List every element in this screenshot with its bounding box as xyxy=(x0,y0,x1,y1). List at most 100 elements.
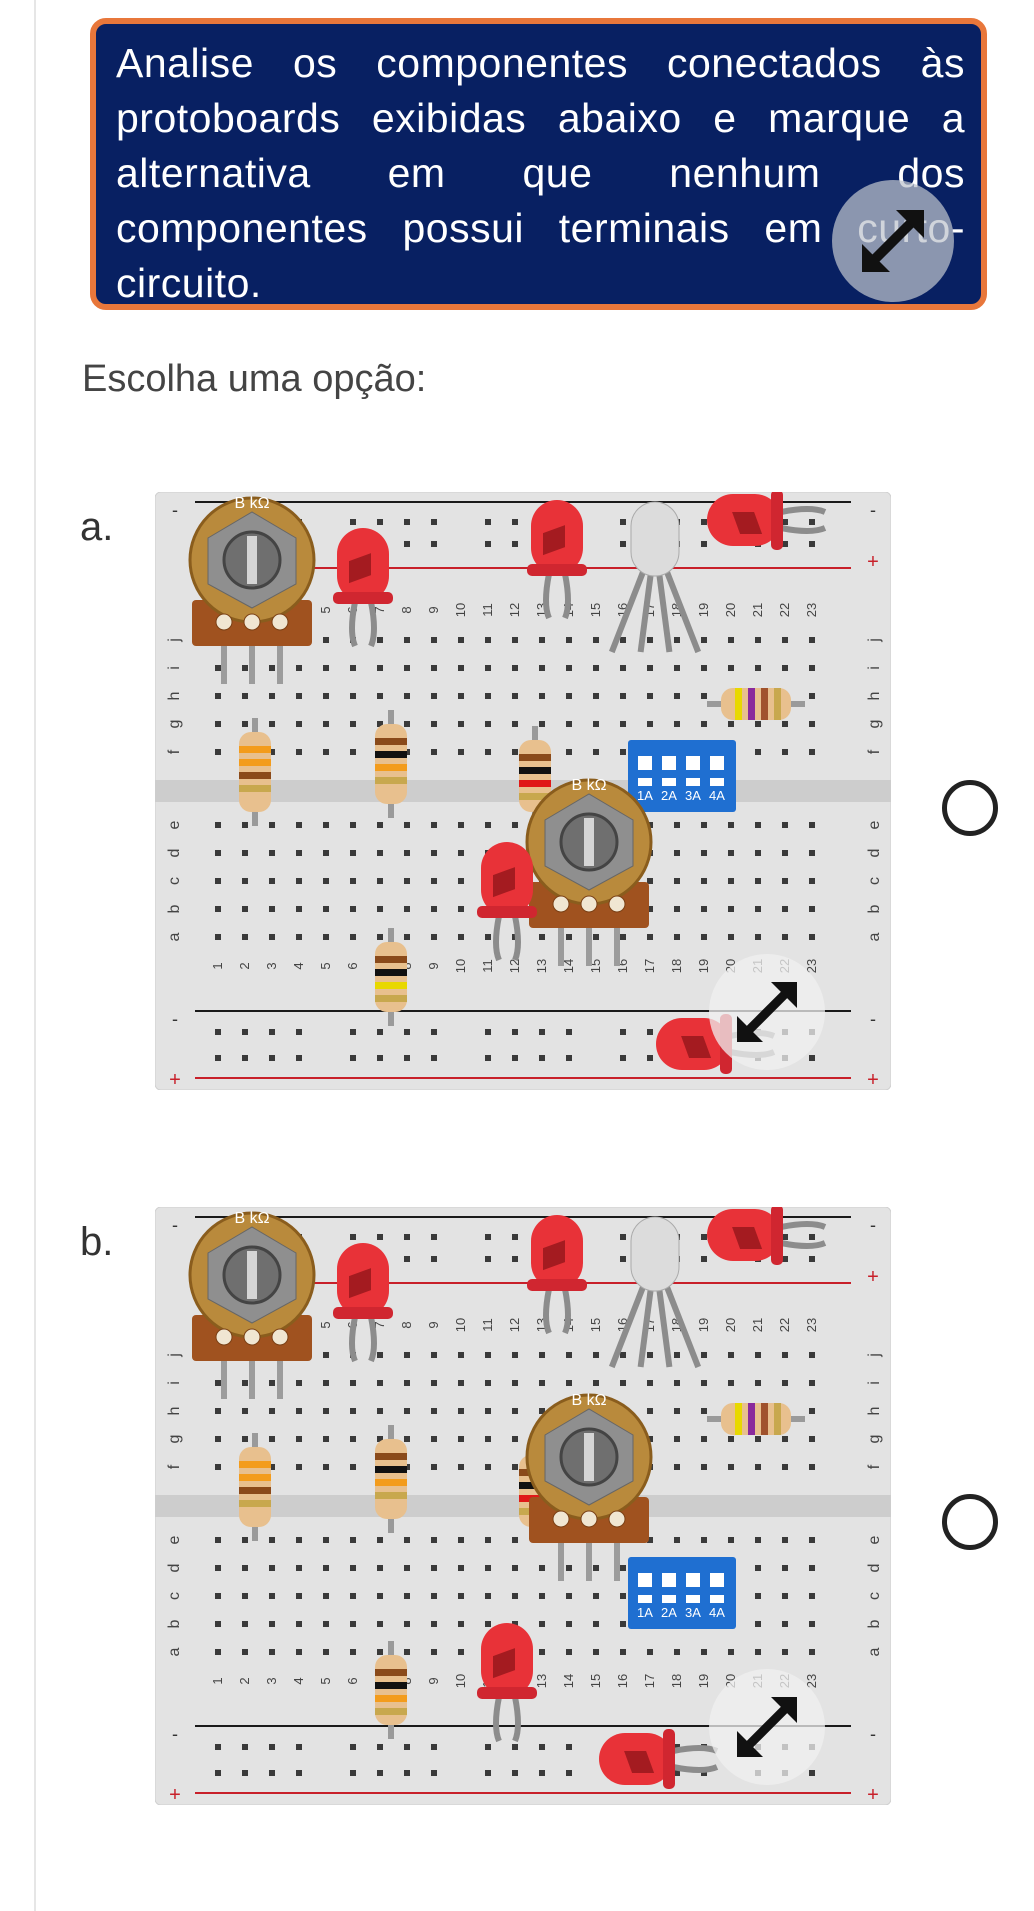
rail-hole xyxy=(296,1770,302,1776)
led-leads xyxy=(780,506,827,534)
hole xyxy=(431,665,437,671)
hole xyxy=(647,1408,653,1414)
hole xyxy=(674,1380,680,1386)
hole xyxy=(539,693,545,699)
hole xyxy=(809,693,815,699)
row-letter: i xyxy=(866,1381,883,1385)
hole xyxy=(593,1380,599,1386)
hole xyxy=(377,665,383,671)
hole xyxy=(431,1408,437,1414)
hole xyxy=(431,749,437,755)
rail-hole xyxy=(377,1744,383,1750)
expand-button-overlay[interactable] xyxy=(709,1669,825,1785)
hole xyxy=(782,665,788,671)
hole xyxy=(620,934,626,940)
hole xyxy=(728,822,734,828)
rail-plus-label: + xyxy=(867,1069,879,1090)
resistor-4 xyxy=(375,928,407,1026)
hole xyxy=(782,721,788,727)
column-number: 10 xyxy=(453,1318,468,1332)
column-number: 9 xyxy=(426,606,441,613)
rgb-led-body xyxy=(630,1216,680,1292)
hole xyxy=(458,1593,464,1599)
hole xyxy=(377,906,383,912)
hole xyxy=(620,749,626,755)
hole xyxy=(809,1380,815,1386)
hole xyxy=(404,934,410,940)
rail-hole xyxy=(377,1055,383,1061)
led-red-3 xyxy=(707,492,827,550)
option-a-radio[interactable] xyxy=(942,780,998,836)
hole xyxy=(782,906,788,912)
hole xyxy=(431,878,437,884)
hole xyxy=(323,934,329,940)
hole xyxy=(269,1565,275,1571)
hole xyxy=(809,1464,815,1470)
hole xyxy=(296,1593,302,1599)
hole xyxy=(215,906,221,912)
column-number: 3 xyxy=(264,962,279,969)
row-letter: d xyxy=(166,849,183,858)
rail-hole xyxy=(620,1055,626,1061)
expand-arrows-icon xyxy=(743,1703,791,1751)
hole xyxy=(647,906,653,912)
dip-switch-body xyxy=(628,740,736,812)
hole xyxy=(782,850,788,856)
hole xyxy=(296,878,302,884)
row-letter: b xyxy=(866,1619,883,1628)
hole xyxy=(755,1593,761,1599)
hole xyxy=(458,878,464,884)
column-number: 12 xyxy=(507,959,522,973)
hole xyxy=(485,1380,491,1386)
hole xyxy=(458,1408,464,1414)
rail-hole xyxy=(539,1055,545,1061)
potentiometer-pin xyxy=(614,928,620,966)
question-box: Analise os componentes conectados às pro… xyxy=(90,18,987,310)
row-letter: j xyxy=(866,638,883,643)
dip-switch-body xyxy=(628,1557,736,1629)
rail-hole xyxy=(647,1029,653,1035)
rail-hole xyxy=(296,1029,302,1035)
rail-hole xyxy=(350,1234,356,1240)
resistor-band xyxy=(239,772,271,779)
hole xyxy=(431,1436,437,1442)
hole xyxy=(269,1621,275,1627)
hole xyxy=(323,721,329,727)
rail-hole xyxy=(350,1744,356,1750)
hole xyxy=(350,665,356,671)
hole xyxy=(296,1436,302,1442)
hole xyxy=(593,665,599,671)
hole xyxy=(512,1464,518,1470)
hole xyxy=(404,1649,410,1655)
rail-hole xyxy=(512,541,518,547)
hole xyxy=(377,1436,383,1442)
hole xyxy=(269,1436,275,1442)
dip-switch-label: 1A xyxy=(637,788,653,803)
hole xyxy=(377,1380,383,1386)
hole xyxy=(701,1408,707,1414)
row-letter: b xyxy=(866,904,883,913)
hole xyxy=(593,1649,599,1655)
rail-hole xyxy=(485,541,491,547)
rgb-led-lead xyxy=(664,1285,701,1369)
option-b-radio[interactable] xyxy=(942,1494,998,1550)
hole xyxy=(701,850,707,856)
hole xyxy=(215,665,221,671)
hole xyxy=(539,934,545,940)
resistor-band xyxy=(519,793,551,800)
expand-button-overlay[interactable] xyxy=(709,954,825,1070)
column-number: 8 xyxy=(399,606,414,613)
hole xyxy=(809,850,815,856)
resistor-band xyxy=(375,1708,407,1715)
expand-button[interactable] xyxy=(832,180,954,302)
led-rim xyxy=(333,1307,393,1319)
rail-hole xyxy=(620,1256,626,1262)
hole xyxy=(350,721,356,727)
hole xyxy=(323,850,329,856)
hole xyxy=(242,934,248,940)
hole xyxy=(377,1565,383,1571)
rail-minus-label: - xyxy=(870,1215,876,1235)
hole xyxy=(350,1649,356,1655)
led-red-5 xyxy=(599,1729,719,1789)
choose-option-label: Escolha uma opção: xyxy=(82,358,427,400)
